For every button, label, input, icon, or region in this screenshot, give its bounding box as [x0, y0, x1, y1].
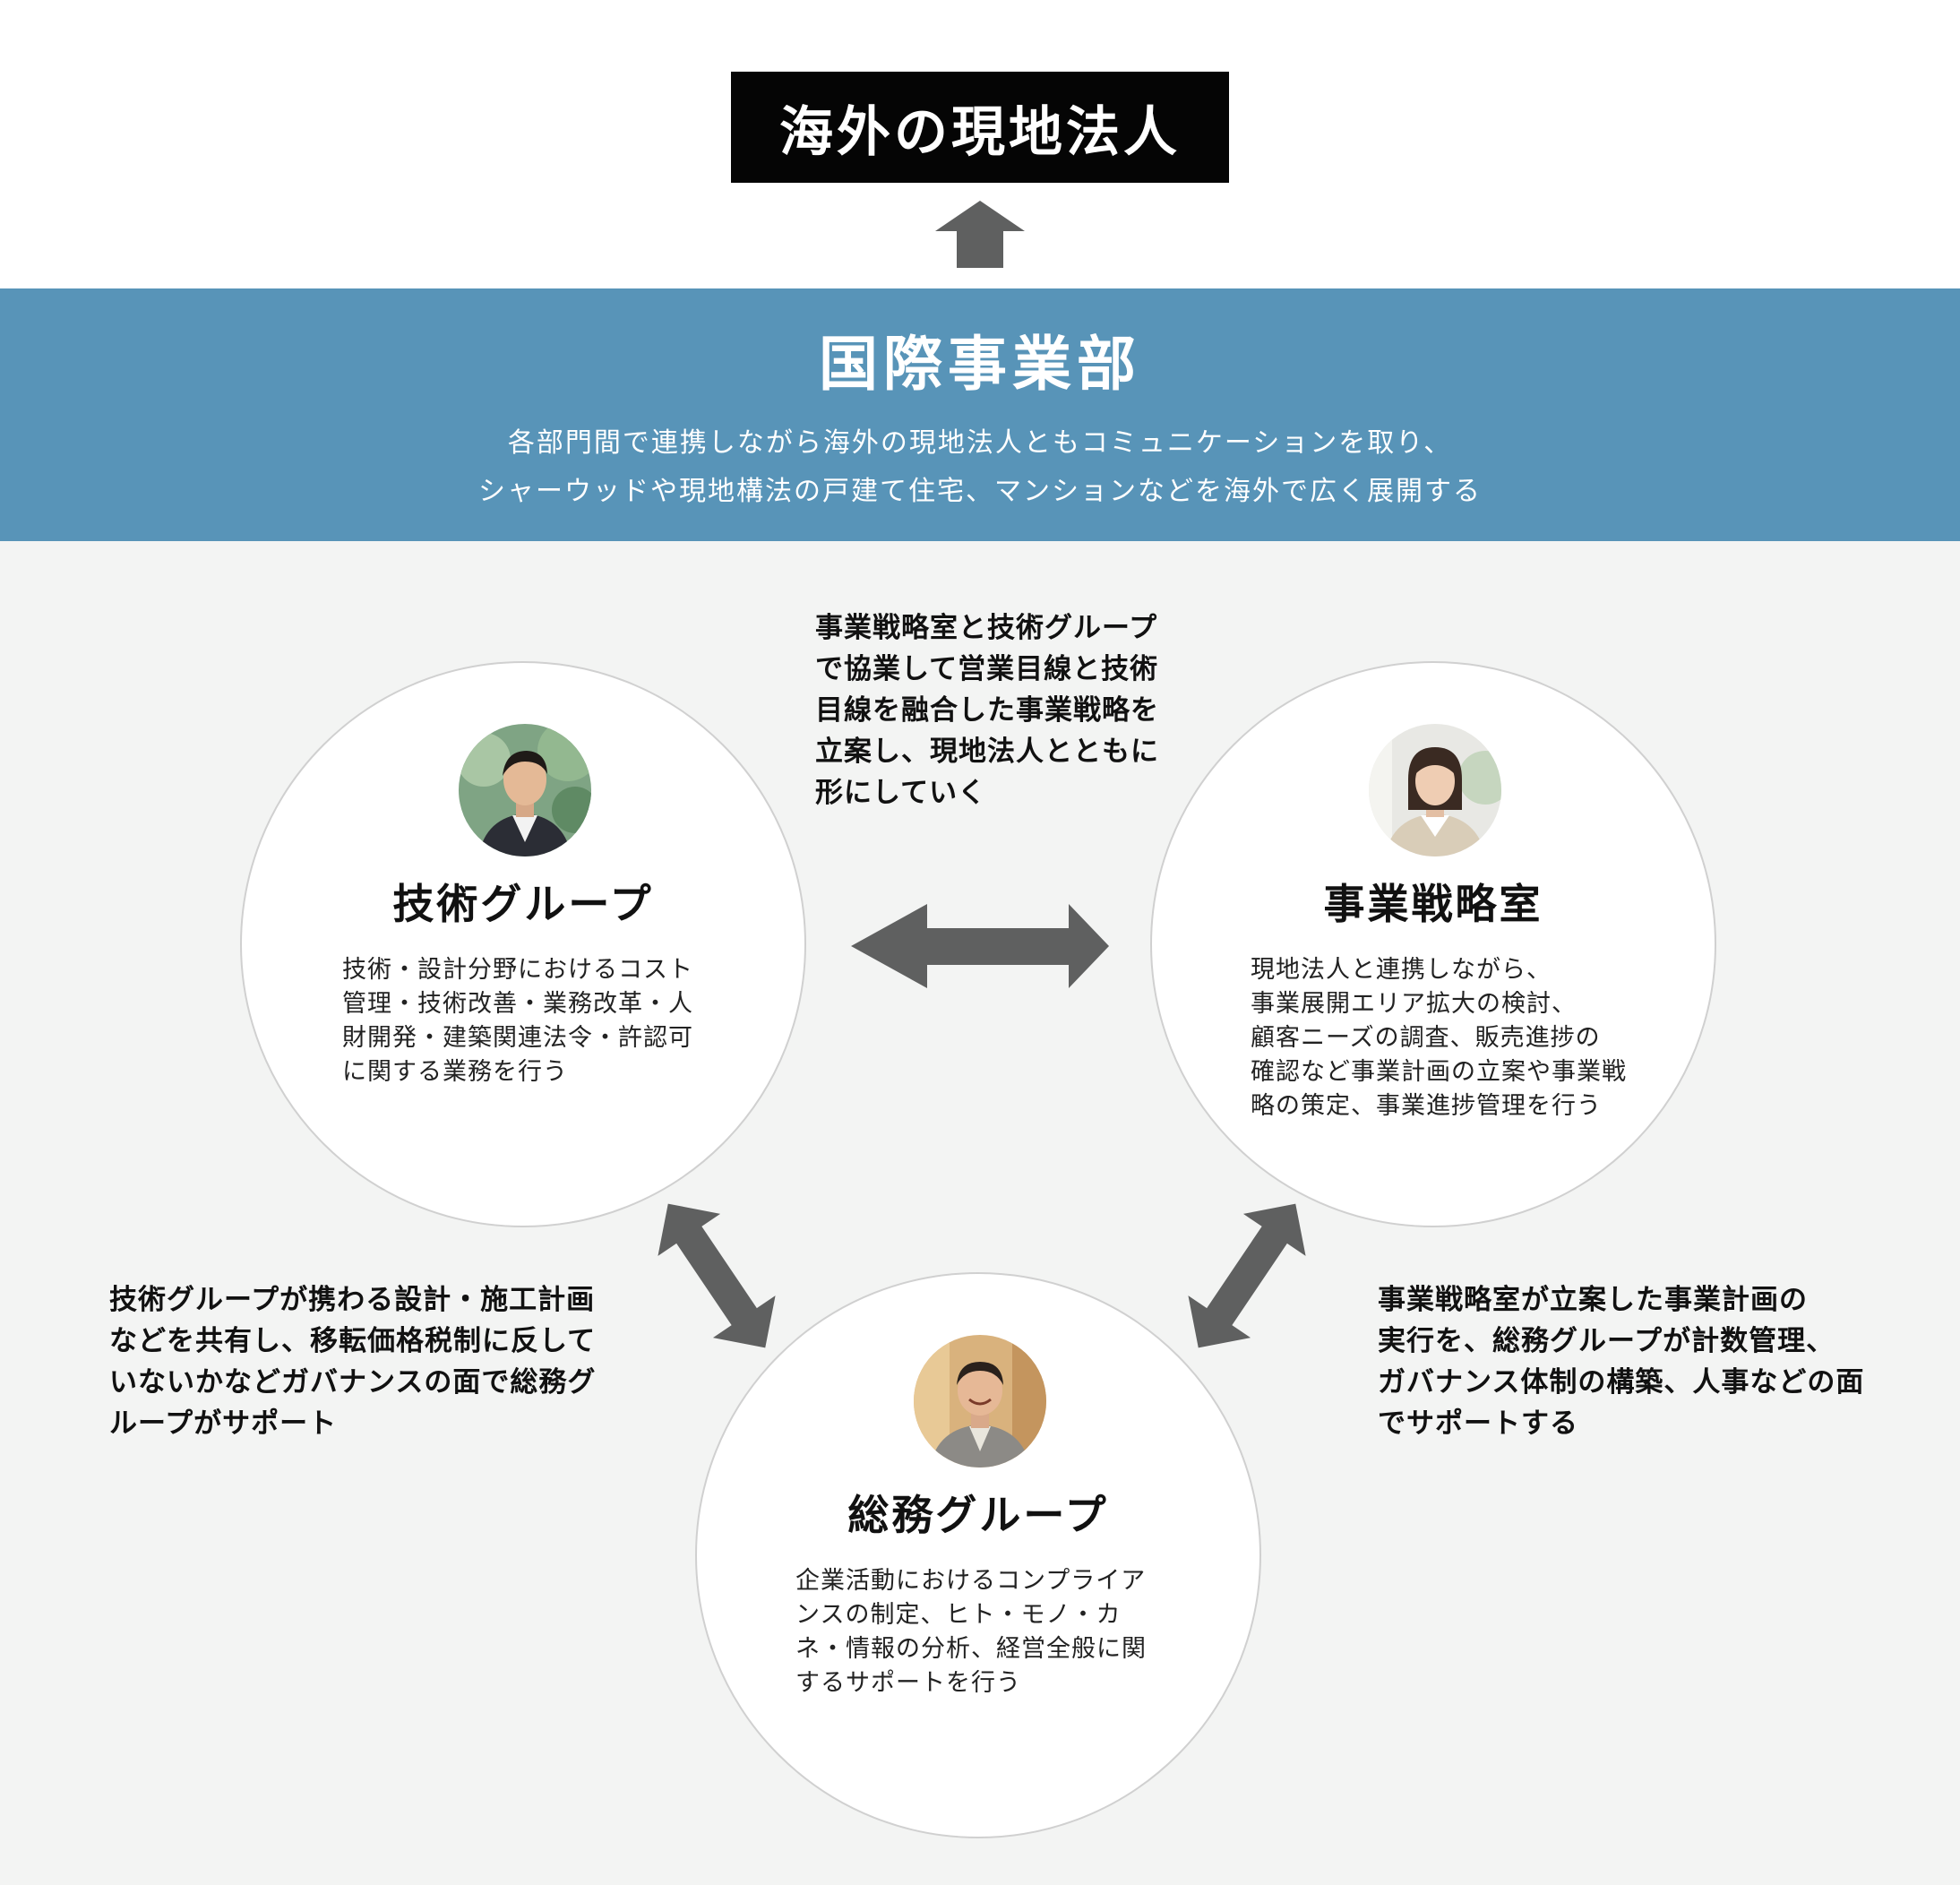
tech-group-circle: 技術グループ 技術・設計分野におけるコスト 管理・技術改善・業務改革・人 財開発…: [240, 661, 806, 1227]
strategy-office-description-line: 顧客ニーズの調査、販売進捗の: [1251, 1024, 1601, 1052]
strategy-office-avatar: [1369, 724, 1501, 856]
department-title: 国際事業部: [819, 330, 1141, 399]
collaboration-note-right-line: 事業戦略室が立案した事業計画の: [1378, 1284, 1808, 1316]
overseas-subsidiary-label: 海外の現地法人: [779, 100, 1181, 164]
collaboration-note-top-line: 目線を融合した事業戦略を: [815, 694, 1159, 727]
department-description-line: 各部門間で連携しながら海外の現地法人ともコミュニケーションを取り、: [507, 427, 1453, 459]
collaboration-note-right-line: でサポートする: [1378, 1407, 1578, 1440]
department-band: 国際事業部 各部門間で連携しながら海外の現地法人ともコミュニケーションを取り、 …: [0, 288, 1960, 541]
tech-group-description-line: 技術・設計分野におけるコスト: [342, 956, 693, 984]
department-description: 各部門間で連携しながら海外の現地法人ともコミュニケーションを取り、 シャーウッド…: [0, 419, 1960, 516]
department-description-line: シャーウッドや現地構法の戸建て住宅、マンションなどを海外で広く展開する: [478, 476, 1482, 507]
general-affairs-description: 企業活動におけるコンプライア ンスの制定、ヒト・モノ・カ ネ・情報の分析、経営全…: [795, 1564, 1147, 1700]
general-affairs-description-line: ンスの制定、ヒト・モノ・カ: [795, 1601, 1122, 1629]
strategy-office-description-line: 確認など事業計画の立案や事業戦: [1251, 1058, 1627, 1086]
overseas-subsidiary-box: 海外の現地法人: [731, 72, 1229, 183]
collaboration-note-top-line: で協業して営業目線と技術: [815, 653, 1159, 685]
tech-group-title: 技術グループ: [392, 880, 654, 928]
top-section: 海外の現地法人: [0, 0, 1960, 288]
collaboration-note-right: 事業戦略室が立案した事業計画の 実行を、総務グループが計数管理、 ガバナンス体制…: [1378, 1279, 1864, 1444]
collaboration-note-right-line: ガバナンス体制の構築、人事などの面: [1378, 1366, 1865, 1399]
strategy-office-description-line: 現地法人と連携しながら、: [1251, 956, 1552, 984]
tech-group-description-line: 財開発・建築関連法令・許認可: [342, 1024, 693, 1052]
tech-group-description-line: に関する業務を行う: [342, 1058, 568, 1086]
strategy-office-description: 現地法人と連携しながら、 事業展開エリア拡大の検討、 顧客ニーズの調査、販売進捗…: [1251, 953, 1627, 1123]
collaboration-note-top-line: 事業戦略室と技術グループ: [815, 612, 1158, 644]
general-affairs-description-line: ネ・情報の分析、経営全般に関: [795, 1635, 1147, 1663]
strategy-office-circle: 事業戦略室 現地法人と連携しながら、 事業展開エリア拡大の検討、 顧客ニーズの調…: [1150, 661, 1716, 1227]
collaboration-note-top: 事業戦略室と技術グループ で協業して営業目線と技術 目線を融合した事業戦略を 立…: [815, 607, 1159, 813]
strategy-office-description-line: 事業展開エリア拡大の検討、: [1251, 990, 1577, 1018]
collaboration-note-right-line: 実行を、総務グループが計数管理、: [1378, 1325, 1835, 1357]
collaboration-note-top-line: 立案し、現地法人とともに: [815, 736, 1159, 768]
collaboration-note-left-line: などを共有し、移転価格税制に反して: [109, 1325, 597, 1357]
collaboration-note-left-line: ループがサポート: [109, 1407, 338, 1440]
tech-group-avatar: [459, 724, 591, 856]
strategy-office-title: 事業戦略室: [1323, 880, 1543, 928]
general-affairs-description-line: 企業活動におけるコンプライア: [795, 1567, 1147, 1595]
tech-group-description: 技術・設計分野におけるコスト 管理・技術改善・業務改革・人 財開発・建築関連法令…: [342, 953, 693, 1089]
general-affairs-title: 総務グループ: [847, 1491, 1109, 1539]
general-affairs-avatar: [914, 1335, 1046, 1468]
general-affairs-description-line: するサポートを行う: [795, 1669, 1021, 1697]
collaboration-note-left-line: 技術グループが携わる設計・施工計画: [109, 1284, 596, 1316]
collaboration-note-left: 技術グループが携わる設計・施工計画 などを共有し、移転価格税制に反して いないか…: [109, 1279, 596, 1444]
collaboration-note-top-line: 形にしていく: [815, 777, 987, 809]
tech-group-description-line: 管理・技術改善・業務改革・人: [342, 990, 693, 1018]
strategy-office-description-line: 略の策定、事業進捗管理を行う: [1251, 1092, 1602, 1120]
up-arrow-icon: [935, 201, 1025, 268]
general-affairs-circle: 総務グループ 企業活動におけるコンプライア ンスの制定、ヒト・モノ・カ ネ・情報…: [695, 1272, 1261, 1838]
collaboration-note-left-line: いないかなどガバナンスの面で総務グ: [109, 1366, 597, 1399]
